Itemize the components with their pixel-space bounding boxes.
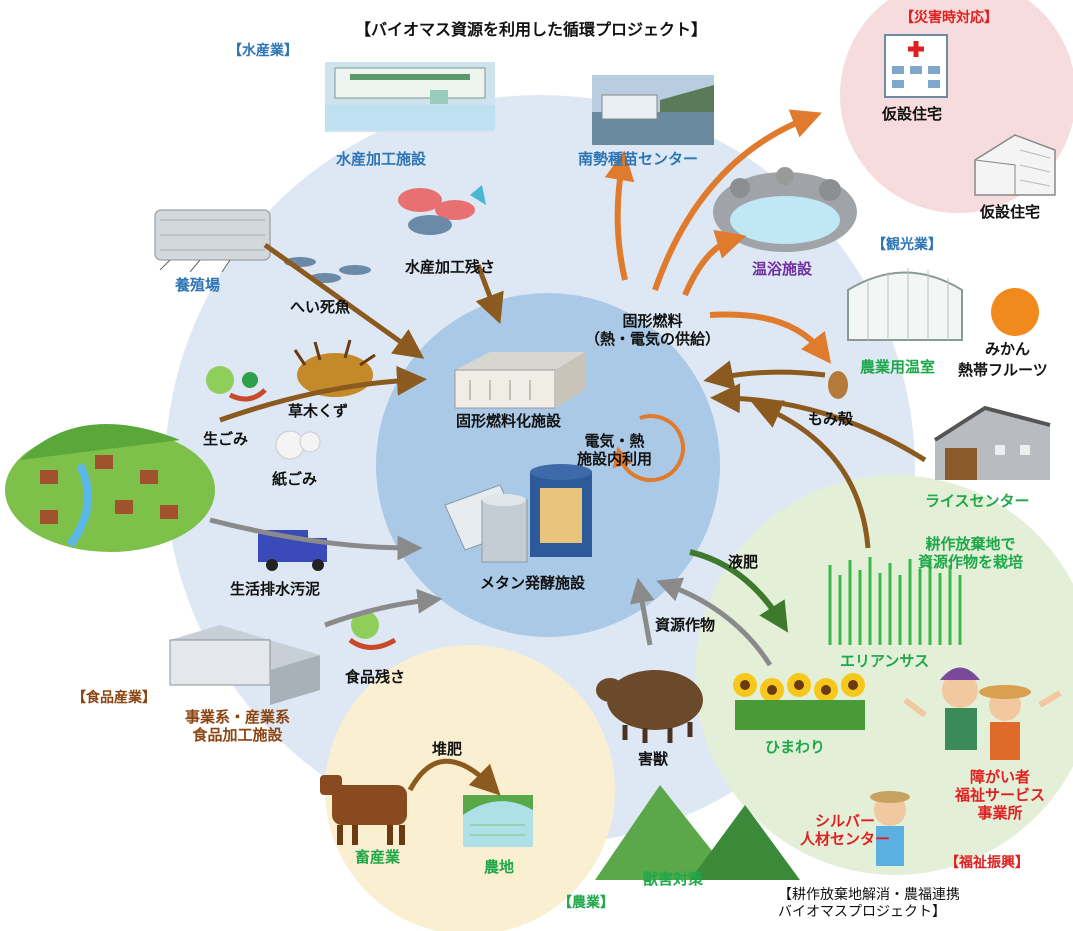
arrow-rice-husk (703, 360, 826, 390)
arrow-pest-animals (629, 577, 655, 646)
arrow-food-residue (324, 588, 443, 628)
village-illustration (5, 424, 215, 552)
arrow-plant-waste (219, 365, 427, 423)
label-rice-husk: もみ殻 (808, 410, 854, 428)
header-agriculture: 【農業】 (558, 895, 614, 911)
label-abandoned-crops: 耕作放棄地で 資源作物を栽培 (918, 535, 1024, 571)
erianthus-illustration (828, 557, 962, 645)
label-hot-spring: 温浴施設 (752, 260, 813, 278)
header-disaster: 【災害時対応】 (900, 10, 998, 26)
label-liquid-fertilizer: 液肥 (728, 553, 759, 571)
label-tropical-fruits: 熱帯フルーツ (958, 361, 1048, 379)
label-plant-waste: 草木くず (288, 402, 349, 420)
temporary-housing-1-illustration (884, 34, 948, 98)
arrow-compost (407, 758, 501, 796)
rice-husk-illustration (828, 371, 848, 399)
label-greenhouse: 農業用温室 (860, 358, 936, 376)
seafood-plant-illustration (325, 62, 495, 132)
label-temporary-housing-1: 仮設住宅 (882, 105, 943, 123)
label-compost: 堆肥 (432, 740, 463, 758)
label-sewage-sludge: 生活排水汚泥 (230, 580, 321, 598)
arrow-liquid-fertilizer (689, 549, 789, 633)
header-tourism: 【観光業】 (872, 237, 942, 253)
label-food-residue: 食品残さ (345, 668, 406, 686)
paper-waste-illustration (275, 430, 321, 460)
label-seafood-residue: 水産加工残さ (405, 258, 496, 276)
label-solid-fuel-facility: 固形燃料化施設 (456, 412, 562, 430)
farmers-illustration (903, 667, 1062, 760)
header-fisheries: 【水産業】 (228, 43, 298, 59)
food-plant-illustration (169, 625, 320, 705)
label-temporary-housing-2: 仮設住宅 (980, 203, 1041, 221)
label-internal-use: 電気・熱 施設内利用 (577, 432, 653, 468)
label-food-waste: 生ごみ (203, 430, 249, 448)
label-sunflower: ひまわり (765, 738, 826, 756)
farmland-field-illustration (463, 795, 533, 847)
label-seafood-plant: 水産加工施設 (336, 150, 427, 168)
label-livestock: 畜産業 (355, 848, 401, 866)
label-project-caption: 【耕作放棄地解消・農福連携 バイオマスプロジェクト】 (778, 887, 960, 920)
arrow-to-hot-spring (682, 229, 747, 297)
arrow-to-seedling (604, 150, 635, 281)
label-paper-waste: 紙ごみ (272, 470, 318, 488)
header-food: 【食品産業】 (72, 690, 156, 706)
label-dead-fish: へい死魚 (290, 298, 351, 316)
arrow-seafood-residue (475, 264, 504, 325)
diagram-title: 【バイオマス資源を利用した循環プロジェクト】 (355, 20, 708, 39)
label-rice-center: ライスセンター (925, 492, 1030, 510)
food-residue-illustration (348, 611, 397, 650)
seafood-residue-illustration (398, 185, 486, 235)
label-pest-animals: 害獣 (638, 750, 669, 768)
aquaculture-illustration (154, 209, 271, 273)
solid-fuel-facility-illustration (454, 352, 585, 409)
arrow-to-housing (652, 109, 822, 291)
arrow-resource-crops (656, 577, 773, 667)
arrow-sewage (209, 517, 423, 561)
mountains-illustration (595, 785, 800, 880)
sunflower-illustration (733, 673, 865, 730)
label-pest-control: 獣害対策 (643, 870, 704, 888)
internal-cycle-arrow (612, 414, 685, 483)
cow-illustration (320, 775, 407, 845)
rice-center-illustration (933, 405, 1051, 480)
label-erianthus: エリアンサス (840, 652, 930, 670)
elder-illustration (870, 791, 910, 866)
food-waste-illustration (206, 366, 267, 402)
label-solid-fuel: 固形燃料 （熱・電気の供給） (585, 312, 721, 348)
methane-facility-illustration (444, 464, 592, 563)
label-food-plant: 事業系・産業系 食品加工施設 (185, 708, 291, 744)
arrow-dead-fish (263, 242, 425, 359)
temporary-housing-2-illustration (974, 134, 1056, 196)
arrow-crops-to-center (751, 400, 871, 549)
greenhouse-illustration (847, 268, 963, 341)
arrow-rice-center (710, 383, 927, 463)
label-resource-crops: 資源作物 (655, 616, 716, 634)
hot-spring-illustration (713, 167, 857, 252)
label-mikan: みかん (985, 340, 1031, 358)
label-farmland: 農地 (484, 858, 515, 876)
arrow-to-greenhouse (709, 311, 832, 364)
label-silver-center: シルバー 人材センター (800, 812, 891, 848)
header-welfare: 【福祉振興】 (945, 855, 1029, 871)
seedling-center-photo (592, 75, 714, 145)
farmland-circle (695, 475, 1073, 875)
label-disabled-services: 障がい者 福祉サービス 事業所 (955, 768, 1046, 822)
label-methane-facility: メタン発酵施設 (480, 574, 586, 592)
boar-illustration (596, 670, 703, 743)
mikan-illustration (991, 288, 1039, 336)
label-aquaculture: 養殖場 (175, 276, 221, 294)
label-seedling-center: 南勢種苗センター (578, 150, 699, 168)
